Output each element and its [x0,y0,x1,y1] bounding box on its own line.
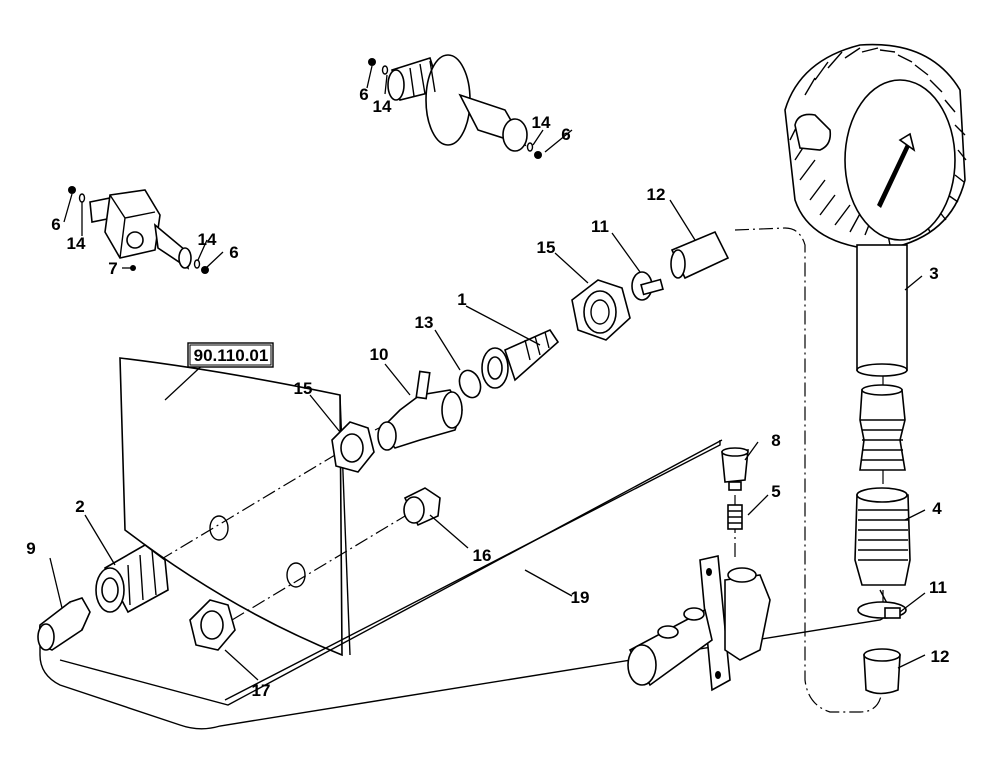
callout-17: 17 [252,681,271,700]
callout-5: 5 [771,482,780,501]
callout-14-left: 14 [67,234,86,253]
callout-1: 1 [457,290,466,309]
part-2-cable-gland [95,544,169,614]
manifold-block [627,555,771,692]
reference-box: 90.110.01 [187,342,274,368]
part-8-adapter [721,447,749,491]
callout-12-top: 12 [647,185,666,204]
callout-9: 9 [26,539,35,558]
callout-labels: 1 2 3 4 5 6 6 6 6 7 8 9 10 11 11 12 12 1… [26,85,949,700]
callout-6-top-right: 6 [561,125,570,144]
part-3-pressure-gauge [784,43,967,377]
callout-16: 16 [473,546,492,565]
part-9-plug [37,597,91,651]
left-shaft-assembly [68,186,209,274]
callout-13: 13 [415,313,434,332]
callout-3: 3 [929,264,938,283]
callout-11-bottom: 11 [929,578,947,597]
callout-14-top-left: 14 [373,97,392,116]
part-10-fitting [377,370,463,451]
part-15-nut-top [571,279,631,341]
part-17-nut [189,599,236,651]
part-13-o-ring [458,369,482,399]
callout-8: 8 [771,431,780,450]
part-12-sleeve-top [670,230,730,280]
callout-6-left-right: 6 [229,243,238,262]
callout-12-bottom: 12 [931,647,950,666]
callout-11-top: 11 [591,217,609,236]
callout-2: 2 [75,497,84,516]
part-12-sleeve-bottom [863,648,901,695]
part-1-hose-nipple [481,328,560,389]
top-shaft-assembly [368,54,542,159]
part-15-nut-left [331,421,375,473]
leader-lines [49,65,926,681]
callout-15-left: 15 [294,379,313,398]
part-11-clamp-bottom [857,601,907,619]
part-4-quick-coupler [854,487,911,586]
part-5-nipple [727,504,743,530]
callout-4: 4 [932,499,942,518]
callout-14-top-right: 14 [532,113,551,132]
callout-6-left: 6 [51,215,60,234]
callout-14-left-right: 14 [198,230,217,249]
coupling-nipple [859,384,906,471]
callout-10: 10 [370,345,389,364]
part-11-clamp-top [631,271,664,301]
callout-15-top: 15 [537,238,556,257]
callout-19: 19 [571,588,590,607]
callout-7: 7 [108,259,117,278]
callout-6-top-left: 6 [359,85,368,104]
reference-box-label: 90.110.01 [194,346,269,365]
